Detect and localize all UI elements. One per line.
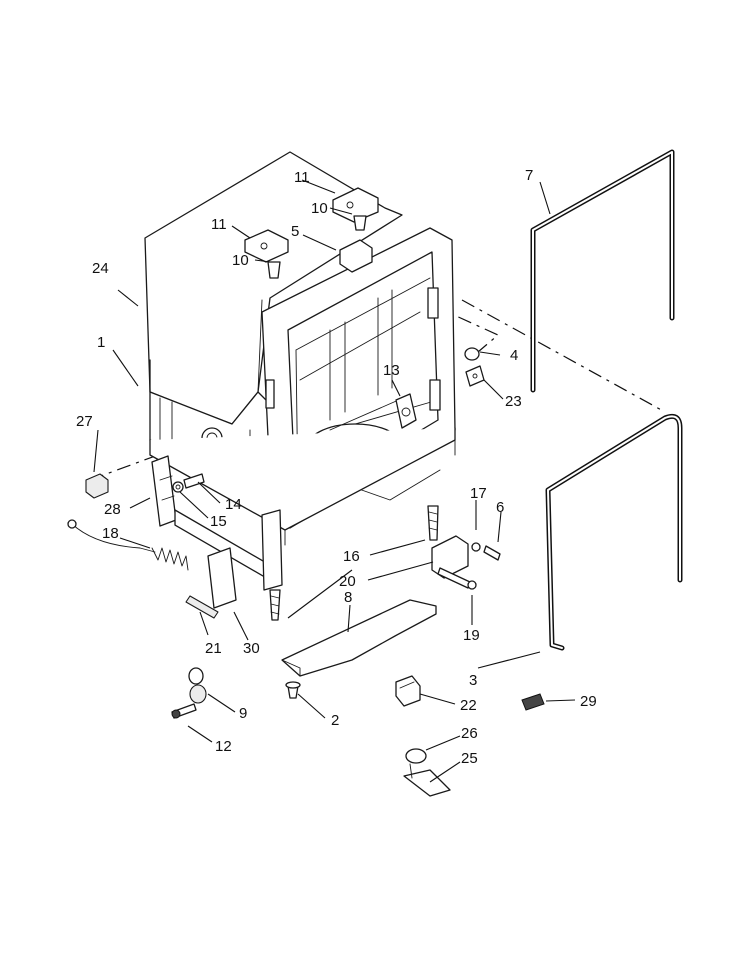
thermostat-part-26: [405, 748, 427, 764]
callout-23: 23: [505, 393, 522, 410]
bolt-part-14: [183, 473, 205, 489]
tub-assembly-part-1: [149, 227, 456, 546]
callout-22: 22: [460, 697, 477, 714]
callout-29: 29: [580, 693, 597, 710]
callout-18: 18: [102, 525, 119, 542]
screw-part-19: [437, 567, 477, 590]
washer-part-15: [172, 481, 184, 493]
tub-gasket-part-3: [545, 413, 683, 651]
access-panel-part-8: [281, 599, 437, 677]
callout-labels: 24 1 27 11 10 11 10 5 7 4 23 13 28 14 15…: [76, 167, 597, 767]
callout-19: 19: [463, 627, 480, 644]
callout-8: 8: [344, 589, 352, 606]
callout-3: 3: [469, 672, 477, 689]
top-bracket-part-5: [339, 239, 373, 273]
callout-28: 28: [104, 501, 121, 518]
callout-11-lower: 11: [211, 216, 227, 233]
leader-lines: [93, 179, 576, 783]
spring-part-18: [151, 547, 189, 571]
bolt-part-12: [171, 703, 197, 719]
leveling-leg-part-16-left: [269, 589, 281, 621]
spray-bracket-part-13: [395, 393, 417, 429]
callout-27: 27: [76, 413, 93, 430]
callout-5: 5: [291, 223, 299, 240]
bracket-part-11-lower: [244, 229, 289, 263]
screw-part-17: [471, 542, 481, 552]
bracket-part-20: [431, 535, 469, 579]
screw-part-6: [483, 545, 501, 561]
callout-21: 21: [205, 640, 222, 657]
callout-13: 13: [383, 362, 400, 379]
leveling-leg-part-16-right: [427, 505, 439, 541]
callout-15: 15: [210, 513, 227, 530]
screw-part-10-upper: [353, 215, 367, 231]
screw-part-10-lower: [267, 261, 281, 279]
drain-hose-part-18: [67, 519, 156, 553]
callout-11-upper: 11: [294, 169, 310, 186]
screw-part-23: [465, 365, 485, 387]
callout-7: 7: [525, 167, 533, 184]
callout-2: 2: [331, 712, 339, 729]
callout-20: 20: [339, 573, 356, 590]
callout-1: 1: [97, 334, 105, 351]
plug-part-4: [464, 347, 480, 361]
callout-17: 17: [470, 485, 487, 502]
foot-part-9: [188, 667, 207, 704]
callout-12: 12: [215, 738, 232, 755]
callout-10-lower: 10: [232, 252, 249, 269]
callout-10-upper: 10: [311, 200, 328, 217]
bracket-part-25: [403, 763, 451, 797]
callout-9: 9: [239, 705, 247, 722]
callout-4: 4: [510, 347, 518, 364]
switch-part-22: [395, 675, 421, 707]
clip-part-21: [185, 595, 219, 619]
bracket-part-11-upper: [332, 187, 379, 223]
door-seal-part-7: [530, 149, 675, 393]
callout-30: 30: [243, 640, 260, 657]
callout-14: 14: [225, 496, 242, 513]
leveling-leg-assembly-part-28: [151, 455, 283, 591]
callout-6: 6: [496, 499, 504, 516]
callout-26: 26: [461, 725, 478, 742]
bracket-part-27: [85, 473, 109, 499]
callout-24: 24: [92, 260, 109, 277]
screw-part-2: [285, 681, 301, 699]
callout-25: 25: [461, 750, 478, 767]
connector-part-29: [521, 693, 545, 711]
panel-part-30: [207, 547, 237, 609]
callout-16: 16: [343, 548, 360, 565]
